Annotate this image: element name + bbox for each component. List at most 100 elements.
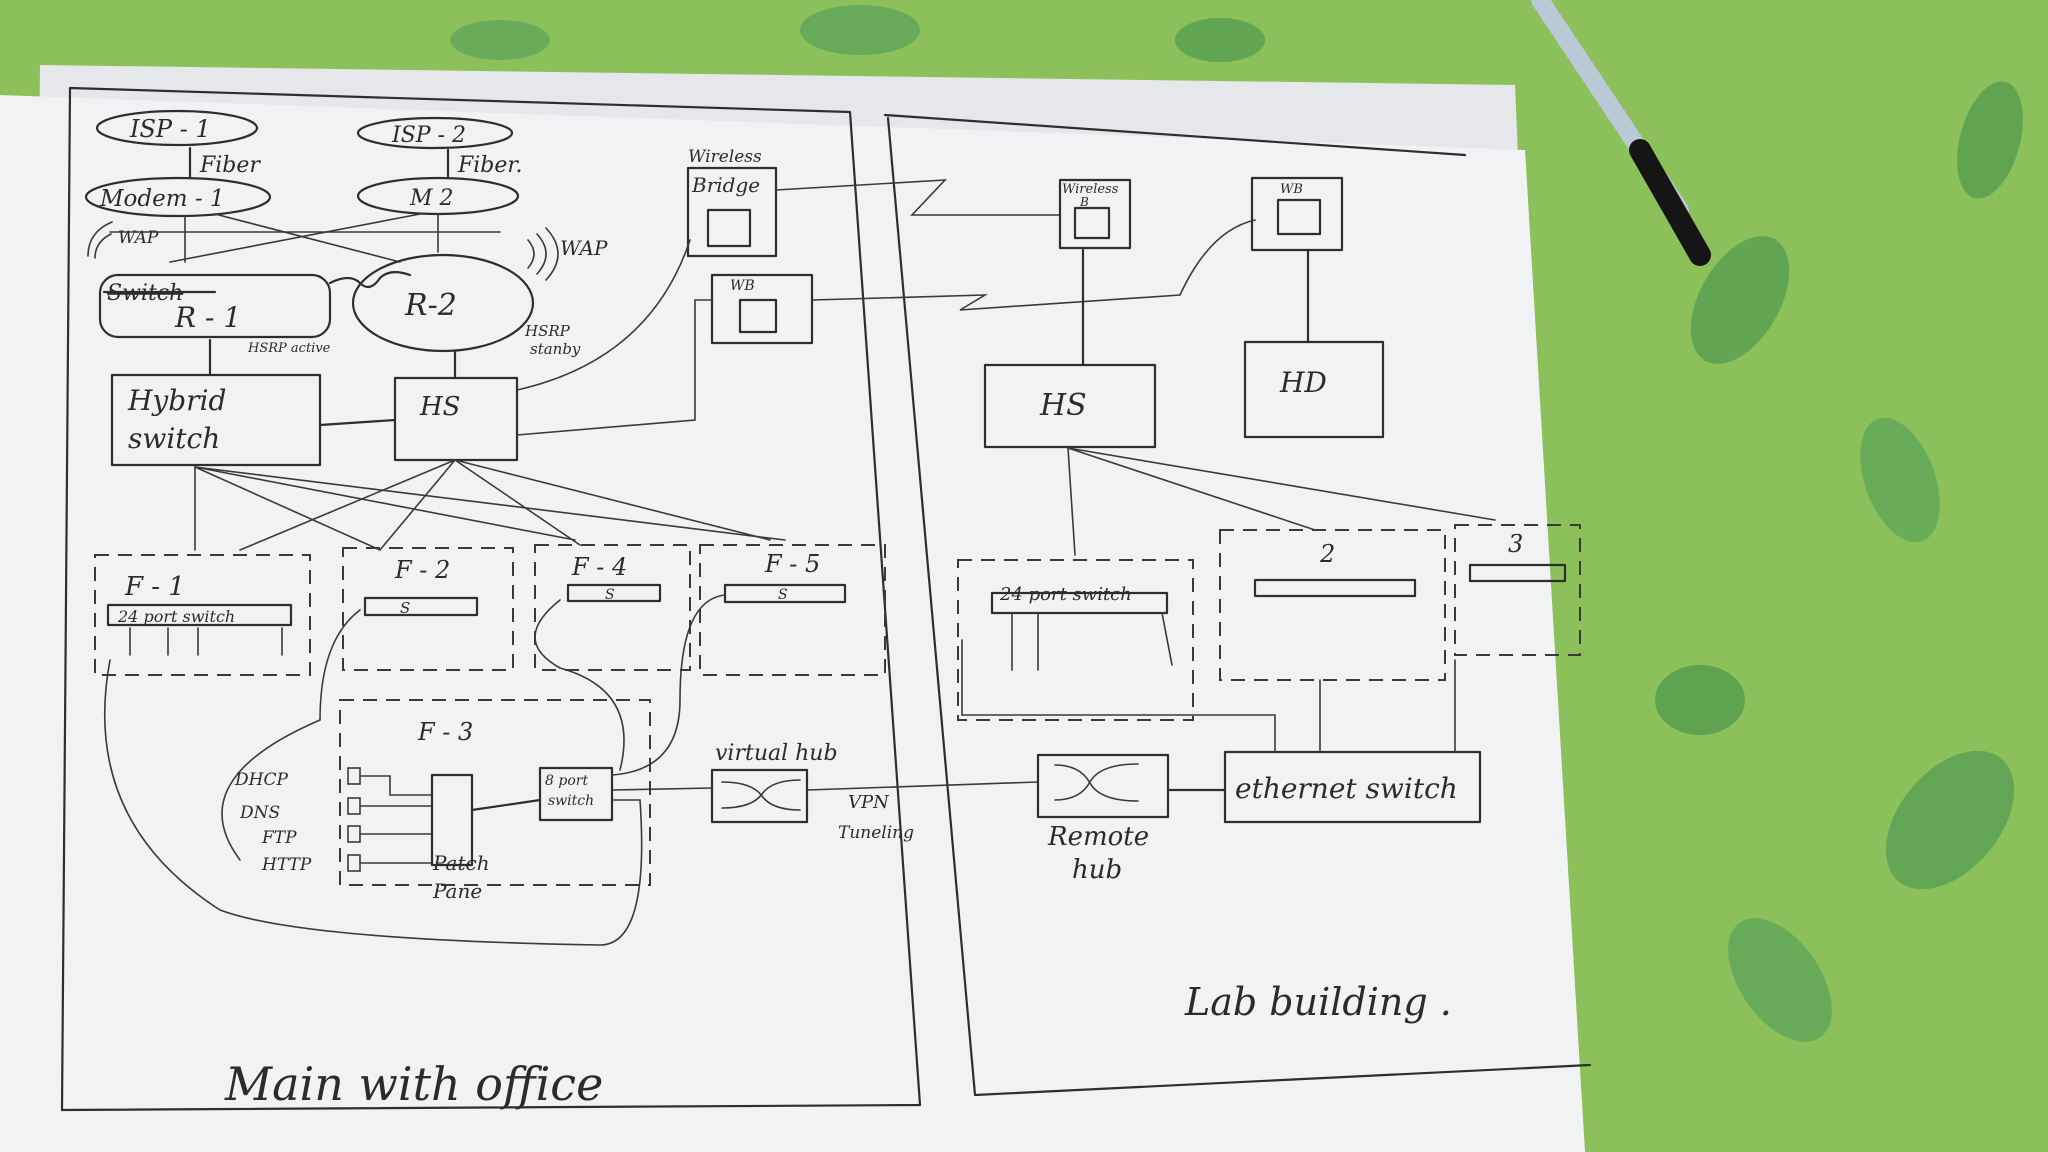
- f5-switch-label: S: [778, 587, 788, 603]
- lab-building-caption: Lab building .: [1184, 980, 1452, 1024]
- vpn-label-2: Tuneling: [838, 823, 914, 843]
- hybrid-label-1: Hybrid: [127, 384, 226, 417]
- ethernet-switch-label: ethernet switch: [1235, 772, 1458, 805]
- lab-wb-label: WB: [1280, 182, 1303, 197]
- r1-note: HSRP active: [247, 341, 331, 356]
- main-office-frame: [60, 86, 922, 1112]
- wap1-icon: [87, 221, 113, 259]
- main-wb-label: WB: [730, 278, 755, 294]
- modem-links: [109, 213, 501, 263]
- dhcp-label: DHCP: [234, 770, 288, 790]
- r2-router: [351, 253, 535, 353]
- f1-switch-label: 24 port switch: [117, 607, 235, 626]
- eight-port-switch: [538, 766, 614, 822]
- f5-switch: [723, 583, 847, 604]
- r1-r2-link: [328, 271, 412, 289]
- dns-label: DNS: [239, 803, 280, 823]
- paper-sheet: [0, 95, 1585, 1152]
- floor-links: [194, 459, 786, 551]
- lab-wireless-label-1: Wireless: [1062, 182, 1119, 197]
- wap2-icon: [527, 227, 559, 281]
- patch-panel: [430, 773, 474, 867]
- vpn-label-1: VPN: [848, 792, 890, 813]
- f4-switch: [566, 583, 662, 603]
- wireless-bridge: [686, 166, 778, 258]
- modem2-label: M 2: [409, 186, 454, 211]
- virtual-hub-label: virtual hub: [715, 741, 838, 766]
- f5-label: F - 5: [764, 550, 820, 578]
- switch-struck-label: Switch: [107, 281, 183, 306]
- wireless-link-1: [775, 179, 1061, 216]
- lab-24port-switch: [990, 591, 1169, 615]
- modem1-label: Modem - 1: [99, 186, 225, 212]
- r2-note-2: stanby: [530, 340, 581, 358]
- lab-wb: [1250, 176, 1344, 252]
- lab-24port-label: 24 port switch: [999, 584, 1132, 605]
- r2-label: R-2: [404, 288, 457, 323]
- wap2-label: WAP: [560, 236, 608, 260]
- http-label: HTTP: [261, 855, 312, 875]
- remote-hub-label-1: Remote: [1047, 822, 1149, 852]
- f3-label: F - 3: [417, 718, 473, 746]
- isp2-label: ISP - 2: [391, 123, 466, 148]
- lab-wireless-b: [1058, 178, 1132, 250]
- wap1-label: WAP: [118, 228, 159, 248]
- frame-lines: [60, 86, 1592, 1112]
- patch-label-1: Patch: [432, 851, 490, 875]
- lab-floor-boxes: [957, 524, 1581, 721]
- lab-wireless-icon: [1073, 206, 1111, 240]
- lab-wireless-label-2: B: [1079, 195, 1089, 209]
- ethernet-links: [961, 639, 1456, 753]
- wireless-bridge-label-1: Wireless: [688, 147, 762, 167]
- f4-switch-label: S: [605, 587, 615, 603]
- lab-hs-label: HS: [1039, 388, 1087, 423]
- isp2-node: [356, 116, 514, 150]
- ethernet-switch: [1223, 750, 1482, 824]
- f1-hosts: [129, 627, 283, 656]
- hybrid-label-2: switch: [128, 422, 220, 455]
- main-office-caption: Main with office: [224, 1057, 603, 1111]
- lab-hosts: [1011, 612, 1173, 671]
- pen-icon: [1531, 0, 1711, 266]
- r1-router: [98, 273, 332, 339]
- isp1-label: ISP - 1: [129, 115, 211, 143]
- hybrid-switch: [110, 373, 322, 467]
- cloth-pattern: [450, 5, 2023, 1042]
- f2-switch: [363, 596, 479, 617]
- f2-label: F - 2: [394, 556, 450, 584]
- isp1-node: [95, 109, 259, 147]
- modem1-node: [84, 176, 272, 218]
- ftp-label: FTP: [261, 828, 297, 848]
- lab-floor-links: [1067, 447, 1496, 556]
- lab-floor2-label: 2: [1319, 540, 1335, 568]
- vpn-tunnel-link: [806, 781, 1039, 791]
- main-wb: [710, 273, 814, 345]
- fiber2-label: Fiber.: [457, 153, 523, 178]
- f2-switch-label: S: [400, 599, 410, 617]
- port8-label-1: 8 port: [545, 773, 588, 789]
- patch-label-2: Pane: [432, 879, 482, 903]
- lab-floor2-switch: [1253, 578, 1417, 598]
- remote-hub: [1036, 753, 1170, 819]
- remote-hub-label-2: hub: [1072, 855, 1122, 885]
- lab-building-frame: [886, 116, 1592, 1097]
- floor-loop-link: [103, 659, 643, 946]
- main-hs-label: HS: [419, 392, 461, 422]
- wireless-bridge-icon: [706, 208, 752, 248]
- virtual-hub-icon: [721, 779, 801, 809]
- lab-hs-switch: [983, 363, 1157, 449]
- server-links: [347, 767, 433, 872]
- lab-wb-icon: [1276, 198, 1322, 236]
- lab-hd-label: HD: [1279, 366, 1327, 399]
- f4-label: F - 4: [571, 553, 627, 581]
- virtual-hub: [710, 768, 809, 824]
- r1-label: R - 1: [174, 301, 241, 334]
- f1-switch: [106, 603, 293, 627]
- wireless-bridge-label-2: Bridge: [691, 173, 760, 197]
- wireless-link-2: [811, 219, 1256, 311]
- lab-floor3-switch: [1468, 563, 1567, 583]
- main-wb-icon: [738, 298, 778, 334]
- lab-hd: [1243, 340, 1385, 439]
- port8-label-2: switch: [548, 793, 594, 809]
